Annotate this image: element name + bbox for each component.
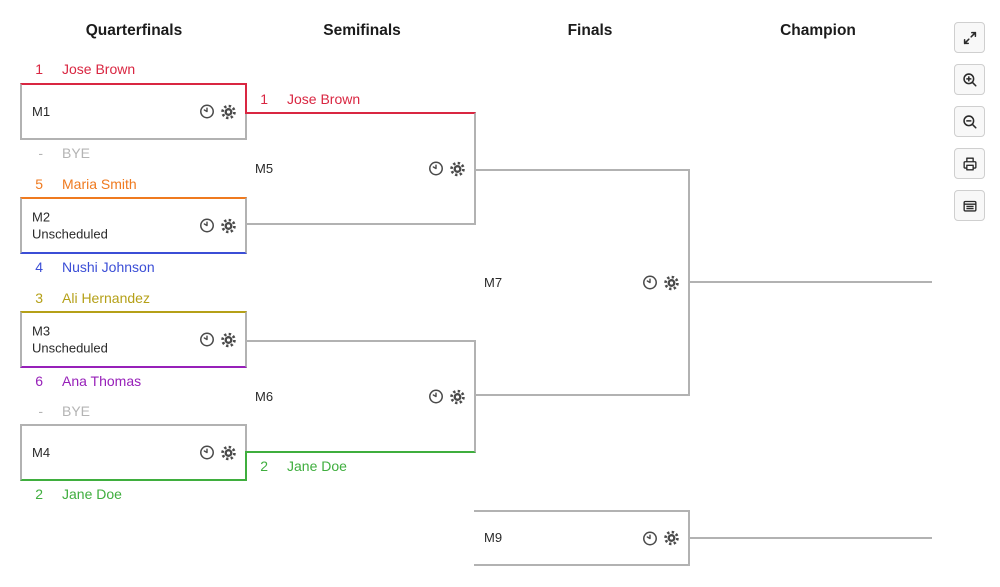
match-settings-gear-icon[interactable] — [449, 388, 466, 405]
participant-top-m4: - BYE — [20, 403, 247, 420]
participant-top-m2: 5 Maria Smith — [20, 176, 247, 193]
schedule-clock-icon[interactable] — [642, 530, 658, 546]
match-status: Unscheduled — [32, 340, 108, 356]
match-id: M5 — [255, 160, 274, 176]
participant-bottom-m2: 4 Nushi Johnson — [20, 259, 247, 276]
print-icon — [961, 155, 979, 173]
participant-name: Jose Brown — [287, 91, 361, 107]
match-status: Unscheduled — [32, 226, 108, 242]
participant-name: Ana Thomas — [62, 373, 142, 389]
participant-top-m5: 1 Jose Brown — [245, 91, 476, 108]
match-label: M2 Unscheduled — [32, 208, 108, 243]
match-settings-gear-icon[interactable] — [220, 103, 237, 120]
match-box-m7: M7 — [474, 169, 690, 396]
fullscreen-icon — [961, 29, 979, 47]
round-header-quarterfinals: Quarterfinals — [85, 22, 183, 39]
match-label: M1 — [32, 103, 50, 121]
participant-top-m3: 3 Ali Hernandez — [20, 290, 247, 307]
participant-name: Ali Hernandez — [62, 290, 150, 306]
winner-line-final — [688, 281, 932, 283]
zoom-in-button[interactable] — [954, 64, 985, 95]
zoom-in-icon — [961, 71, 979, 89]
match-box-m5: M5 — [245, 112, 476, 225]
match-label: M7 — [484, 274, 502, 292]
seed-label: - — [38, 145, 43, 161]
participant-bottom-m3: 6 Ana Thomas — [20, 373, 247, 390]
schedule-clock-icon[interactable] — [199, 104, 215, 120]
participant-name: BYE — [62, 403, 91, 419]
participant-bottom-m1: - BYE — [20, 145, 247, 162]
schedule-clock-icon[interactable] — [428, 161, 444, 177]
seed-label: 2 — [260, 458, 268, 474]
seed-label: 4 — [35, 259, 43, 275]
schedule-clock-icon[interactable] — [199, 218, 215, 234]
match-settings-gear-icon[interactable] — [663, 530, 680, 547]
match-settings-gear-icon[interactable] — [449, 160, 466, 177]
round-header-semifinals: Semifinals — [323, 22, 401, 39]
participant-name: BYE — [62, 145, 91, 161]
participant-top-m1: 1 Jose Brown — [20, 61, 247, 78]
match-label: M9 — [484, 529, 502, 547]
schedule-clock-icon[interactable] — [199, 332, 215, 348]
participant-name: Maria Smith — [62, 176, 137, 192]
seed-label: - — [38, 403, 43, 419]
zoom-out-icon — [961, 113, 979, 131]
seed-label: 1 — [35, 61, 43, 77]
round-header-finals: Finals — [567, 22, 613, 39]
match-label: M6 — [255, 388, 273, 406]
match-id: M2 — [32, 208, 51, 224]
winner-connector-m4 — [245, 451, 247, 481]
seed-label: 5 — [35, 176, 43, 192]
match-box-m4: M4 — [20, 424, 247, 481]
match-settings-gear-icon[interactable] — [220, 331, 237, 348]
seed-label: 2 — [35, 486, 43, 502]
match-id: M9 — [484, 530, 503, 546]
match-id: M3 — [32, 322, 51, 338]
round-header-champion: Champion — [780, 22, 856, 39]
participant-name: Jane Doe — [62, 486, 122, 502]
print-button[interactable] — [954, 148, 985, 179]
match-label: M5 — [255, 160, 273, 178]
participant-name: Nushi Johnson — [62, 259, 155, 275]
match-id: M6 — [255, 388, 274, 404]
match-label: M4 — [32, 444, 50, 462]
report-icon — [961, 197, 979, 215]
seed-label: 3 — [35, 290, 43, 306]
match-settings-gear-icon[interactable] — [663, 274, 680, 291]
match-box-m1: M1 — [20, 83, 247, 140]
fullscreen-button[interactable] — [954, 22, 985, 53]
participant-bottom-m4: 2 Jane Doe — [20, 486, 247, 503]
winner-line-consolation — [688, 537, 932, 539]
match-settings-gear-icon[interactable] — [220, 444, 237, 461]
match-id: M7 — [484, 274, 503, 290]
match-box-m6: M6 — [245, 340, 476, 453]
participant-bottom-m6: 2 Jane Doe — [245, 458, 476, 475]
match-box-m9: M9 — [474, 510, 690, 566]
participant-name: Jose Brown — [62, 61, 136, 77]
match-id: M1 — [32, 103, 51, 119]
seed-label: 1 — [260, 91, 268, 107]
schedule-clock-icon[interactable] — [642, 275, 658, 291]
report-button[interactable] — [954, 190, 985, 221]
schedule-clock-icon[interactable] — [428, 389, 444, 405]
match-label: M3 Unscheduled — [32, 322, 108, 357]
winner-connector-m1 — [245, 83, 247, 114]
match-box-m3: M3 Unscheduled — [20, 311, 247, 368]
zoom-out-button[interactable] — [954, 106, 985, 137]
schedule-clock-icon[interactable] — [199, 445, 215, 461]
bracket-toolbar — [954, 22, 985, 221]
seed-label: 6 — [35, 373, 43, 389]
participant-name: Jane Doe — [287, 458, 347, 474]
match-id: M4 — [32, 444, 51, 460]
match-box-m2: M2 Unscheduled — [20, 197, 247, 254]
match-settings-gear-icon[interactable] — [220, 217, 237, 234]
